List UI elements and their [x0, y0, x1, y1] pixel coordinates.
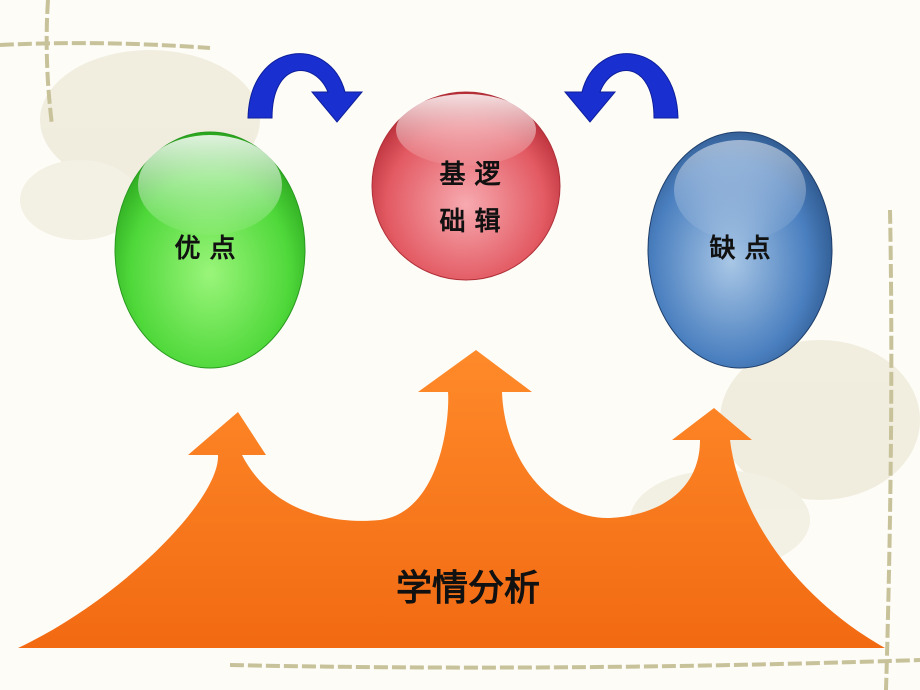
- weaknesses-node: 缺 点: [647, 131, 833, 369]
- strengths-label: 优 点: [174, 233, 235, 264]
- foundation-label-line2: 础 辑: [439, 207, 500, 237]
- analysis-title: 学情分析: [396, 567, 540, 609]
- strengths-node: 优 点: [114, 131, 306, 369]
- weaknesses-label: 缺 点: [709, 233, 770, 264]
- foundation-node: 基 逻 础 辑: [371, 91, 561, 281]
- foundation-label-line1: 基 逻: [439, 160, 500, 190]
- arrow-strengths-to-foundation: [247, 53, 364, 123]
- arrow-weaknesses-to-foundation: [563, 53, 679, 123]
- analysis-base-shape: [18, 350, 885, 648]
